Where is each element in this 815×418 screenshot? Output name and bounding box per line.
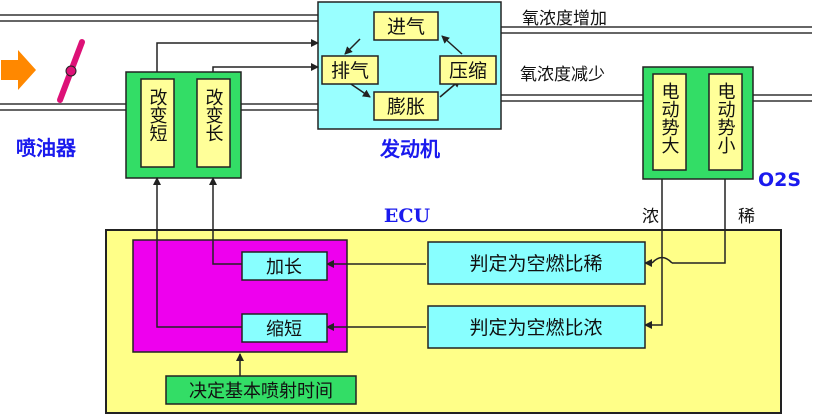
intake-arrow-icon [1, 50, 36, 90]
stroke-compression-box [439, 55, 497, 85]
judge-rich-box [427, 305, 646, 349]
oxygen-increase-note: 氧浓度增加 [522, 9, 607, 29]
stroke-power-label: 膨胀 [387, 96, 425, 118]
injector-label: 喷油器 [16, 136, 77, 160]
o2-sensor-label: O2S [758, 169, 801, 191]
injector-lengthen-label: 改变长 [203, 88, 224, 142]
injector-shorten-box [140, 78, 175, 168]
intake-pipe [0, 14, 812, 34]
stroke-exhaust-label: 排气 [331, 60, 369, 82]
shorten-box [241, 313, 328, 343]
emf-low-label: 电动势小 [715, 82, 736, 154]
emf-low-box [708, 73, 743, 171]
lengthen-label: 加长 [266, 257, 302, 278]
signal-rich-label: 浓 [642, 207, 659, 227]
signal-lines [153, 39, 726, 376]
throttle-valve-icon [57, 39, 85, 103]
base-time-box [165, 375, 357, 405]
judge-lean-label: 判定为空燃比稀 [469, 253, 602, 275]
stroke-exhaust-box [321, 55, 379, 85]
oxygen-decrease-note: 氧浓度减少 [520, 65, 605, 85]
engine-label: 发动机 [379, 137, 440, 161]
base-time-label: 决定基本喷射时间 [189, 381, 333, 402]
stroke-intake-box [373, 11, 439, 41]
stroke-power-box [373, 91, 439, 121]
signal-lean-label: 稀 [738, 207, 755, 227]
stroke-compression-label: 压缩 [449, 60, 487, 82]
emf-high-box [652, 73, 687, 171]
injector-shorten-label: 改变短 [147, 88, 168, 142]
ecu-label: ECU [384, 205, 431, 227]
lengthen-box [241, 251, 328, 281]
judge-rich-label: 判定为空燃比浓 [469, 317, 602, 339]
emf-high-label: 电动势大 [659, 82, 680, 154]
judge-lean-box [427, 241, 646, 285]
injector-lengthen-box [196, 78, 231, 168]
stroke-intake-label: 进气 [387, 16, 425, 38]
shorten-label: 缩短 [266, 319, 302, 340]
